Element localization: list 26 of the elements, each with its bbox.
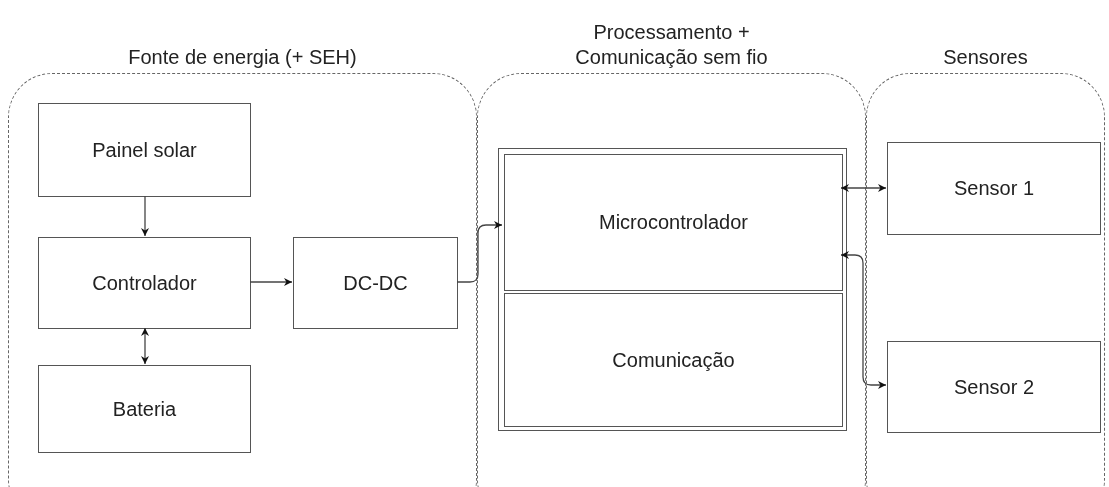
arrow (141, 195, 149, 237)
process-box (38, 365, 251, 453)
group-heading: Processamento + Comunicação sem fio (574, 20, 769, 70)
arrow (141, 327, 149, 365)
box-label: Sensor 1 (953, 177, 1035, 200)
group-heading: Fonte de energia (+ SEH) (127, 45, 358, 70)
process-box (887, 341, 1101, 433)
process-box (38, 103, 251, 197)
double-frame (498, 148, 847, 431)
process-box (504, 154, 843, 291)
box-label: Painel solar (92, 138, 197, 162)
box-label: Comunicação (612, 348, 735, 372)
box-label: Microcontrolador (599, 211, 748, 234)
box-label: DC-DC (343, 271, 408, 295)
group-heading: Sensores (942, 45, 1029, 70)
box-label: Sensor 2 (953, 375, 1035, 399)
box-label: Bateria (112, 397, 177, 421)
process-box (293, 237, 458, 329)
process-box (38, 237, 251, 329)
process-box (504, 293, 843, 427)
arrow (840, 251, 887, 389)
arrow (249, 278, 293, 286)
process-box (887, 142, 1101, 235)
box-label: Controlador (92, 271, 197, 295)
arrow (456, 221, 503, 283)
arrow (840, 184, 887, 192)
